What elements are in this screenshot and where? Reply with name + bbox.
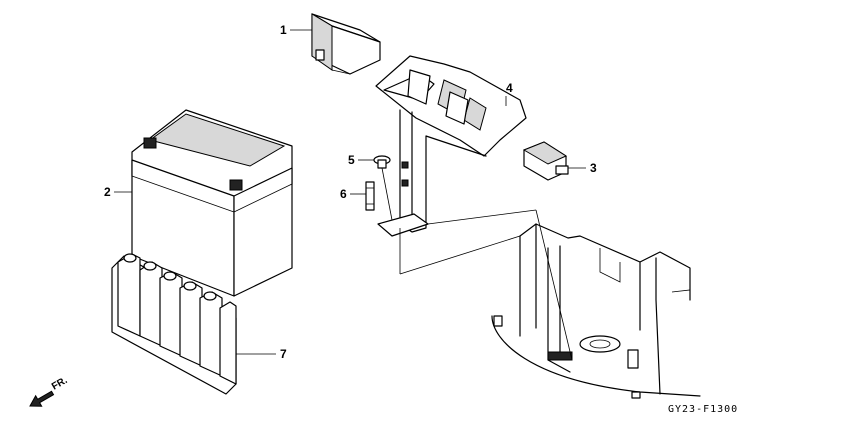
callout-7: 7 — [280, 347, 287, 361]
battery-part — [131, 109, 293, 297]
terminal-negative — [143, 137, 157, 149]
electrolyte-pack-part — [111, 253, 237, 395]
battery-housing-part — [491, 223, 701, 399]
callout-6: 6 — [340, 187, 347, 201]
arrow-left-icon — [29, 390, 55, 407]
front-label: FR. — [50, 375, 70, 393]
electrolyte-bottles — [117, 253, 237, 385]
callout-5: 5 — [348, 153, 355, 167]
leader-lines — [114, 29, 586, 355]
figure-code: GY23-F1300 — [668, 404, 738, 415]
callout-1: 1 — [280, 23, 287, 37]
callout-3: 3 — [590, 161, 597, 175]
connection-lines — [399, 209, 573, 361]
fuse-box-cover-part — [311, 13, 381, 75]
screw-part — [373, 155, 393, 221]
front-direction-marker: FR. — [29, 375, 70, 407]
terminal-positive — [229, 179, 243, 191]
callout-4: 4 — [506, 81, 513, 95]
fuse-part — [365, 181, 375, 211]
relay-part — [522, 141, 569, 181]
callout-2: 2 — [104, 185, 111, 199]
battery-bracket-part — [375, 55, 527, 237]
